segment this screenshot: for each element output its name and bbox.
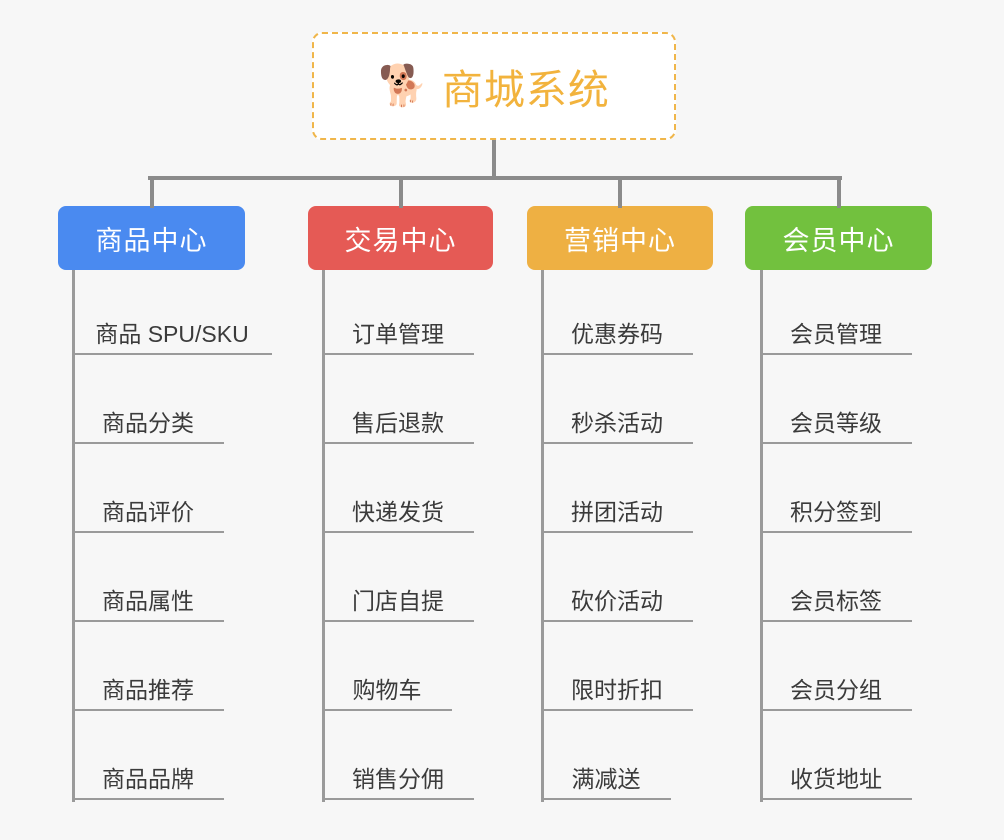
shiba-dog-face-icon: 🐕 — [378, 64, 428, 108]
leaf-item-label: 商品推荐 — [102, 677, 194, 703]
leaf-spine-member-center — [760, 270, 763, 802]
leaf-item-label: 商品 SPU/SKU — [95, 321, 249, 347]
connector-horizontal-bus — [148, 176, 842, 180]
leaf-underline — [72, 709, 224, 711]
leaf-item-label: 会员管理 — [790, 321, 882, 347]
leaf-item-label: 门店自提 — [352, 588, 444, 614]
leaf-spine-marketing-center — [541, 270, 544, 802]
leaf-underline — [322, 353, 474, 355]
leaf-item-label: 商品品牌 — [102, 766, 194, 792]
leaf-underline — [322, 709, 452, 711]
connector-drop-member-center — [836, 176, 841, 208]
branch-header-trade-center[interactable]: 交易中心 — [308, 206, 493, 270]
leaf-item-label: 会员分组 — [790, 677, 882, 703]
leaf-underline — [72, 620, 224, 622]
leaf-item-label: 快递发货 — [352, 499, 444, 525]
connector-drop-product-center — [149, 176, 154, 208]
leaf-item-label: 会员等级 — [790, 410, 882, 436]
leaf-underline — [541, 442, 693, 444]
leaf-underline — [72, 353, 272, 355]
leaf-underline — [72, 531, 224, 533]
branch-trade-center: 交易中心 — [308, 206, 493, 270]
leaf-item-label: 订单管理 — [352, 321, 444, 347]
root-node-title: 商城系统 — [441, 67, 610, 113]
leaf-item-label: 商品分类 — [102, 410, 194, 436]
leaf-spine-trade-center — [322, 270, 325, 802]
root-node-shop-system[interactable]: 🐕 商城系统 — [312, 32, 676, 140]
connector-root-stem — [492, 140, 496, 178]
leaf-item-label: 砍价活动 — [571, 588, 663, 614]
branch-header-marketing-center[interactable]: 营销中心 — [527, 206, 713, 270]
leaf-underline — [760, 442, 912, 444]
leaf-item-label: 满减送 — [571, 766, 641, 792]
leaf-underline — [322, 798, 474, 800]
leaf-underline — [322, 442, 474, 444]
leaf-underline — [72, 798, 224, 800]
branch-product-center: 商品中心 — [58, 206, 245, 270]
leaf-underline — [541, 709, 693, 711]
branch-header-product-center[interactable]: 商品中心 — [58, 206, 245, 270]
leaf-underline — [72, 442, 224, 444]
connector-drop-marketing-center — [618, 176, 622, 208]
leaf-spine-product-center — [72, 270, 75, 802]
leaf-underline — [760, 798, 912, 800]
leaf-item-label: 商品评价 — [102, 499, 194, 525]
leaf-item-label: 积分签到 — [790, 499, 882, 525]
leaf-underline — [322, 531, 474, 533]
leaf-item-label: 限时折扣 — [571, 677, 663, 703]
leaf-item-label: 收货地址 — [790, 766, 882, 792]
branch-marketing-center: 营销中心 — [527, 206, 713, 270]
leaf-item-label: 销售分佣 — [352, 766, 444, 792]
leaf-underline — [760, 709, 912, 711]
leaf-item-label: 购物车 — [352, 677, 422, 703]
leaf-underline — [322, 620, 474, 622]
leaf-underline — [760, 620, 912, 622]
leaf-item-label: 拼团活动 — [571, 499, 663, 525]
branch-member-center: 会员中心 — [745, 206, 932, 270]
leaf-underline — [541, 531, 693, 533]
leaf-underline — [541, 798, 671, 800]
leaf-underline — [541, 353, 693, 355]
leaf-item-label: 商品属性 — [102, 588, 194, 614]
branch-header-member-center[interactable]: 会员中心 — [745, 206, 932, 270]
leaf-item-label: 优惠券码 — [571, 321, 663, 347]
leaf-underline — [760, 353, 912, 355]
leaf-item-label: 秒杀活动 — [571, 410, 663, 436]
leaf-item-label: 售后退款 — [352, 410, 444, 436]
connector-drop-trade-center — [398, 176, 403, 208]
leaf-underline — [760, 531, 912, 533]
leaf-underline — [541, 620, 693, 622]
leaf-item-label: 会员标签 — [790, 588, 882, 614]
